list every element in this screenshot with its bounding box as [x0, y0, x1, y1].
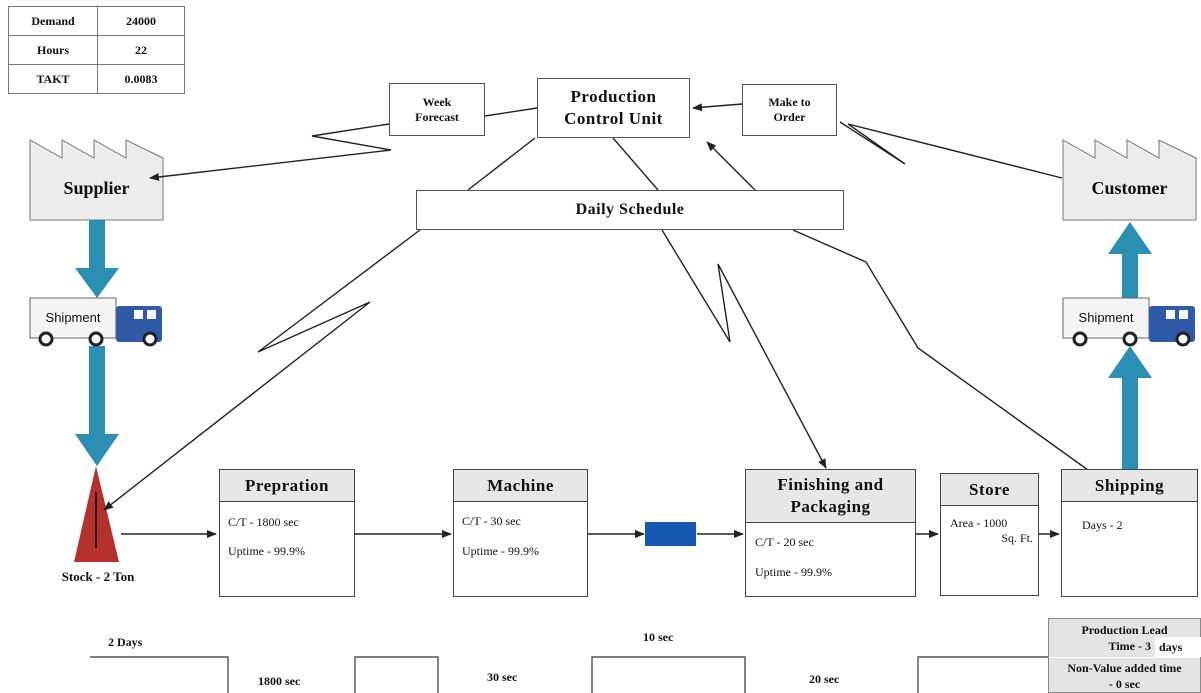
stock-inventory-icon — [74, 466, 119, 562]
make-to-order-box: Make to Order — [742, 84, 837, 136]
lead-time-value: Time - 3 — [1049, 639, 1155, 654]
lead-time-unit-text: days — [1159, 640, 1183, 654]
pcu-to-schedule-line-left — [467, 137, 536, 191]
timeline-proc-3: 20 sec — [809, 672, 840, 686]
truck-right-icon — [1062, 297, 1195, 347]
process-title: Shipping — [1062, 470, 1197, 502]
pcu-to-schedule-line-mid — [612, 137, 659, 191]
process-shipping: Shipping Days - 2 — [1061, 469, 1198, 597]
forecast-info-line — [484, 107, 538, 117]
shipment-right-label: Shipment — [1078, 310, 1134, 325]
timeline-ladder — [90, 656, 1048, 693]
process-title-line1: Finishing and — [777, 475, 884, 494]
cycle-time: C/T - 20 sec — [755, 535, 814, 549]
timeline-proc-1: 1800 sec — [258, 674, 301, 688]
process-title: Machine — [454, 470, 587, 502]
timeline-proc-2: 30 sec — [487, 670, 518, 684]
daily-schedule-label: Daily Schedule — [575, 201, 685, 218]
takt-label: TAKT — [8, 64, 98, 94]
forecast-zigzag-line — [149, 123, 392, 181]
process-machine: Machine C/T - 30 sec Uptime - 99.9% — [453, 469, 588, 597]
shipping-to-schedule-line — [792, 229, 1089, 471]
process-store: Store Area - 1000 Sq. Ft. — [940, 473, 1039, 596]
shipment-left-label: Shipment — [45, 310, 101, 325]
lead-time-summary: Production Lead Time - 3 days Non-Value … — [1048, 618, 1201, 693]
timeline-wait-2: 10 sec — [643, 630, 674, 644]
stock-delivery-arrow-icon — [75, 346, 119, 466]
cycle-time: C/T - 1800 sec — [228, 515, 299, 529]
shipping-days: Days - 2 — [1082, 518, 1123, 532]
schedule-to-pcu-arrow — [706, 141, 756, 191]
takt-value: 22 — [97, 35, 185, 65]
lead-time-value-text: Time - 3 — [1108, 639, 1151, 653]
supplier-delivery-arrow-icon — [75, 220, 119, 298]
supplier-factory-icon — [29, 139, 164, 221]
process-title-text: Shipping — [1094, 476, 1165, 495]
week-forecast-line1: Week — [422, 94, 452, 109]
takt-value: 0.0083 — [97, 64, 185, 94]
uptime: Uptime - 99.9% — [755, 565, 832, 579]
lead-time-line1: Production Lead — [1081, 623, 1168, 637]
takt-label: Hours — [8, 35, 98, 65]
pcu-title-line1: Production — [570, 87, 657, 106]
uptime: Uptime - 99.9% — [462, 544, 539, 558]
lead-time-unit: days — [1155, 637, 1201, 657]
process-title: Prepration — [220, 470, 354, 502]
customer-factory-icon — [1062, 139, 1197, 221]
nva-divider — [1049, 657, 1200, 658]
supplier-label: Supplier — [63, 178, 130, 198]
order-info-line — [692, 103, 743, 112]
timeline-wait-1: 2 Days — [108, 635, 143, 649]
process-title-text: Machine — [487, 476, 554, 495]
order-zigzag-line — [839, 121, 1063, 179]
process-title-line2: Packaging — [790, 497, 871, 516]
make-to-order-line1: Make to — [768, 95, 811, 109]
shipping-delivery-arrow-icon — [1108, 346, 1152, 470]
process-finishing-packaging: Finishing and Packaging C/T - 20 sec Upt… — [745, 469, 916, 597]
uptime: Uptime - 99.9% — [228, 544, 305, 558]
daily-schedule-box: Daily Schedule — [416, 190, 844, 230]
takt-row-takt: TAKT 0.0083 — [8, 64, 185, 94]
cycle-time: C/T - 30 sec — [462, 514, 521, 528]
takt-row-demand: Demand 24000 — [8, 6, 185, 36]
week-forecast-box: Week Forecast — [389, 83, 485, 136]
nva-line2: - 0 sec — [1108, 677, 1141, 691]
process-title-text: Store — [969, 480, 1010, 499]
nva-line1: Non-Value added time — [1067, 661, 1182, 675]
production-control-unit: Production Control Unit — [537, 78, 690, 138]
truck-left-icon — [29, 297, 162, 347]
process-title-text: Prepration — [244, 476, 329, 495]
schedule-to-finishing-line — [661, 229, 827, 469]
store-area-line2: Sq. Ft. — [1001, 531, 1033, 545]
takt-value: 24000 — [97, 6, 185, 36]
process-title: Finishing and Packaging — [746, 470, 915, 523]
store-area-line1: Area - 1000 — [950, 516, 1008, 530]
make-to-order-line2: Order — [773, 110, 806, 124]
week-forecast-line2: Forecast — [415, 109, 459, 124]
schedule-to-stock-line — [103, 229, 421, 511]
customer-delivery-arrow-icon — [1108, 222, 1152, 298]
takt-label: Demand — [8, 6, 98, 36]
pcu-title-line2: Control Unit — [564, 109, 663, 128]
wip-buffer-icon — [645, 522, 696, 546]
takt-row-hours: Hours 22 — [8, 35, 185, 65]
customer-label: Customer — [1091, 178, 1168, 198]
stock-label: Stock - 2 Ton — [61, 569, 135, 584]
process-prepration: Prepration C/T - 1800 sec Uptime - 99.9% — [219, 469, 355, 597]
process-title: Store — [941, 474, 1038, 506]
takt-table: Demand 24000 Hours 22 TAKT 0.0083 — [8, 6, 185, 94]
